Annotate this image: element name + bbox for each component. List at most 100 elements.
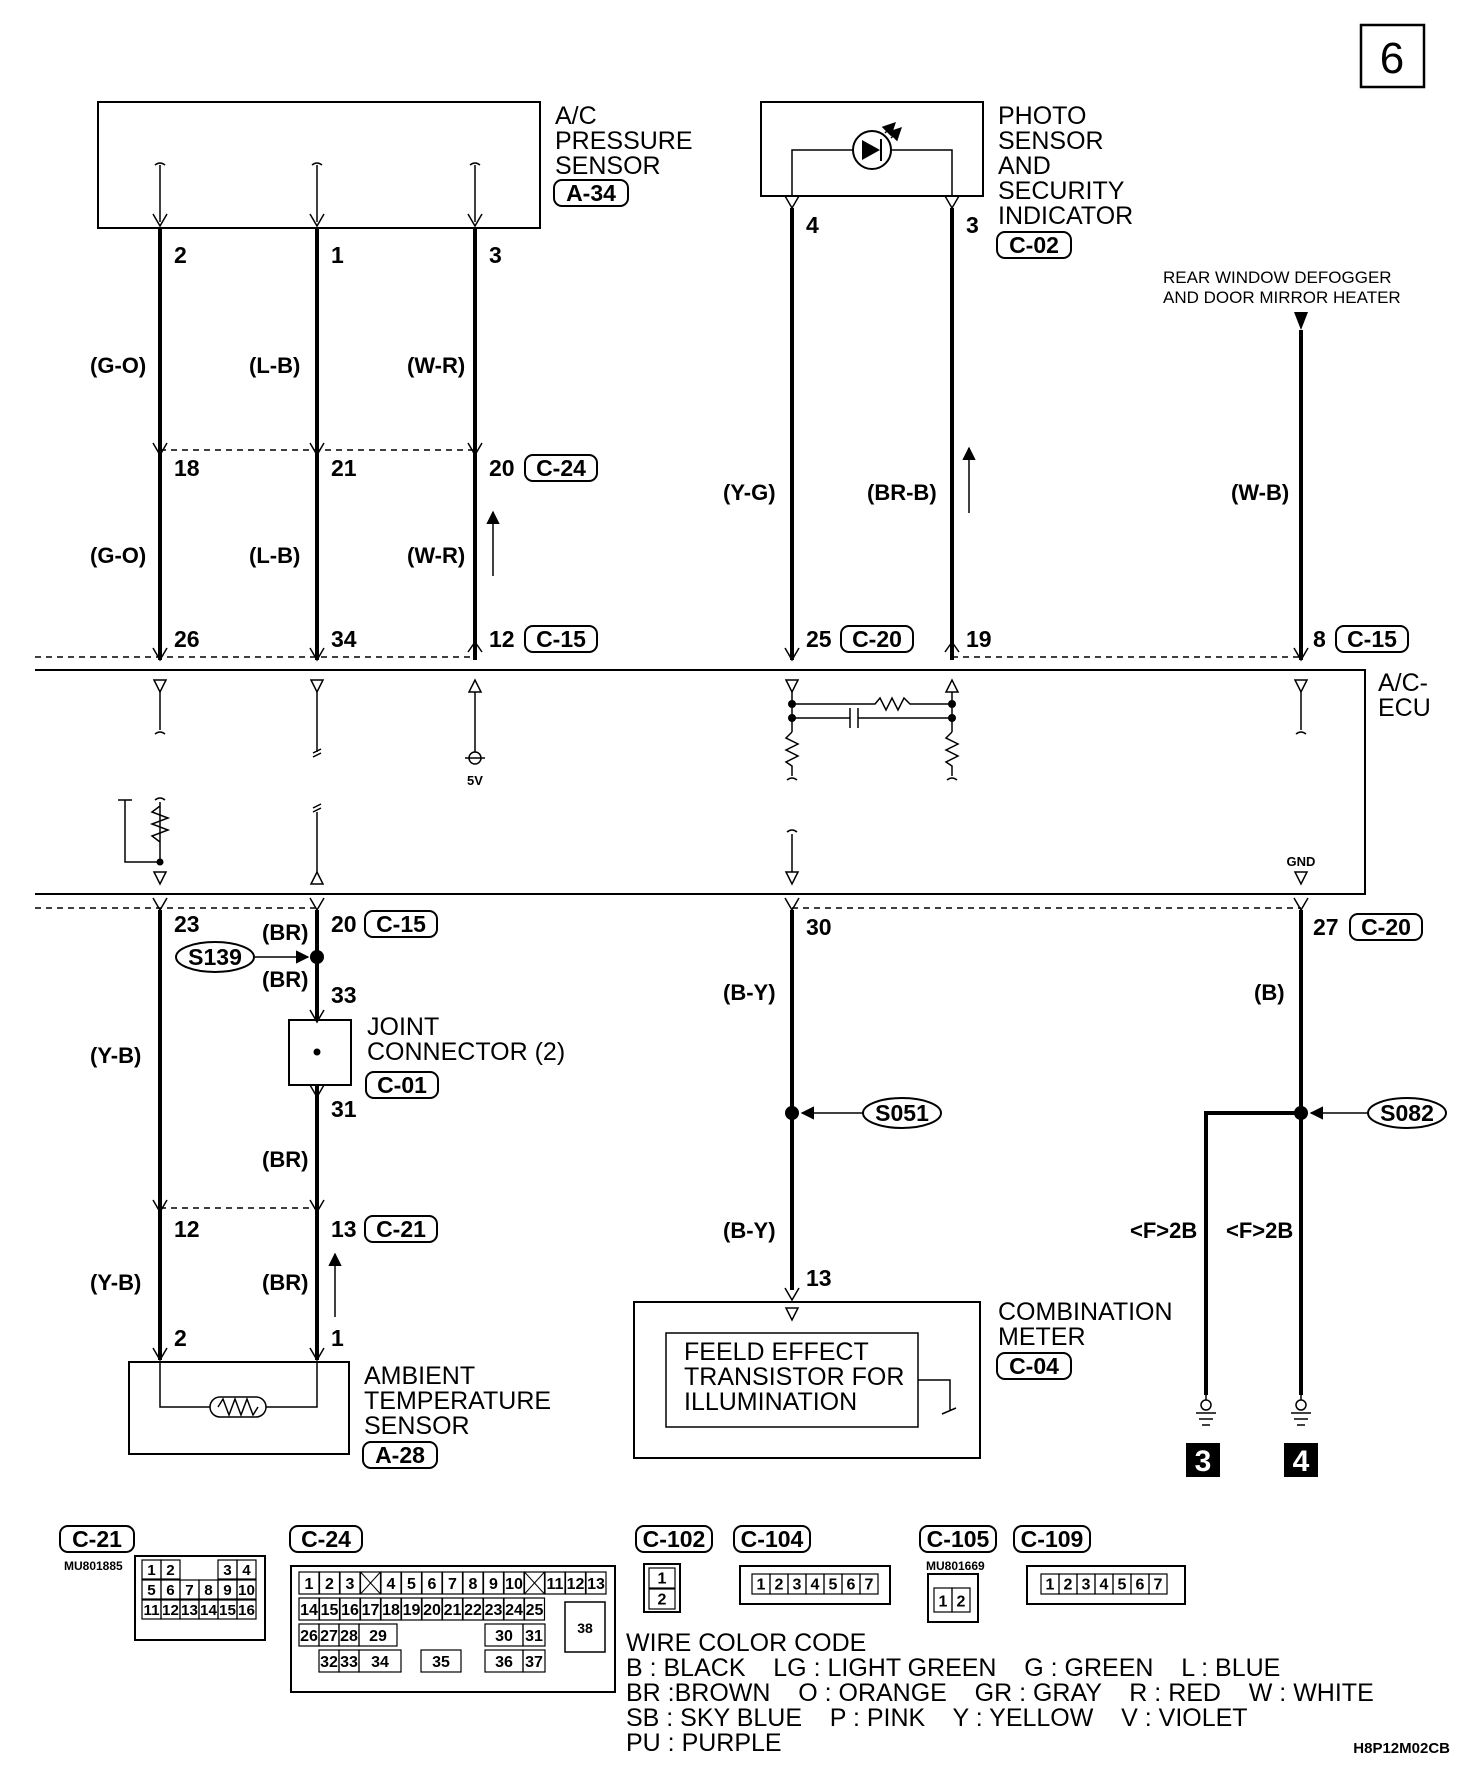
c24-pin: 5 — [407, 1576, 416, 1593]
photo-sensor: PHOTO SENSOR AND SECURITY INDICATOR C-02 — [760, 101, 1133, 259]
c109-pin: 3 — [1082, 1577, 1091, 1594]
c24-pin: 19 — [403, 1602, 421, 1619]
connector-faces: C-21 MU801885 C-24 C-102 C-104 C-105 MU8… — [59, 1525, 1186, 1693]
svg-text:C-24: C-24 — [536, 455, 586, 481]
svg-text:13: 13 — [806, 1265, 832, 1291]
svg-text:20: 20 — [331, 911, 357, 937]
svg-text:C-24: C-24 — [301, 1526, 351, 1552]
c109-pin: 2 — [1064, 1577, 1073, 1594]
c24-pin: 35 — [432, 1654, 450, 1671]
svg-text:4: 4 — [806, 212, 819, 238]
c24-blank — [524, 1571, 545, 1595]
c24-pin: 8 — [469, 1576, 478, 1593]
c104-cell — [859, 1573, 879, 1595]
c24-pin: 31 — [525, 1628, 543, 1645]
svg-text:19: 19 — [966, 626, 992, 652]
svg-text:PHOTO: PHOTO — [998, 102, 1086, 130]
svg-text:AND: AND — [998, 152, 1051, 180]
svg-text:SB : SKY BLUE P : PINK Y: SB : SKY BLUE P : PINK Y : YELLOW V : VI… — [626, 1704, 1248, 1732]
svg-text:PU : PURPLE: PU : PURPLE — [626, 1729, 782, 1757]
svg-text:BR :BROWN O : ORANGE GR: BR :BROWN O : ORANGE GR : GRAY R : RED W… — [626, 1679, 1374, 1707]
svg-text:C-105: C-105 — [927, 1526, 990, 1552]
c24-cell — [420, 1649, 462, 1673]
c24-pin: 2 — [325, 1576, 334, 1593]
svg-text:AMBIENT: AMBIENT — [364, 1362, 475, 1390]
svg-text:C-21: C-21 — [376, 1216, 426, 1242]
svg-text:(BR-B): (BR-B) — [867, 480, 937, 505]
c24-cell — [358, 1623, 398, 1647]
svg-text:31: 31 — [331, 1096, 357, 1122]
c24-pin: 16 — [341, 1602, 359, 1619]
svg-text:PRESSURE: PRESSURE — [555, 127, 693, 155]
svg-text:SENSOR: SENSOR — [555, 152, 661, 180]
svg-text:SENSOR: SENSOR — [364, 1412, 470, 1440]
svg-text:12: 12 — [174, 1216, 200, 1242]
c24-pin: 34 — [371, 1654, 389, 1671]
svg-text:CONNECTOR (2): CONNECTOR (2) — [367, 1038, 565, 1066]
c102-pin: 2 — [658, 1592, 667, 1609]
svg-text:30: 30 — [806, 914, 832, 940]
svg-text:ECU: ECU — [1378, 694, 1431, 722]
c24-pin: 10 — [505, 1576, 523, 1593]
c21-pin: 6 — [166, 1582, 174, 1599]
svg-text:23: 23 — [174, 911, 200, 937]
c21-pin: 14 — [200, 1602, 217, 1619]
svg-text:(B-Y): (B-Y) — [723, 980, 776, 1005]
c109-pin: 5 — [1118, 1577, 1127, 1594]
svg-text:2: 2 — [174, 1325, 187, 1351]
c24-pin: 3 — [346, 1576, 355, 1593]
svg-text:5V: 5V — [467, 773, 483, 788]
c104-pin: 5 — [829, 1577, 838, 1594]
c21-pin: 16 — [238, 1602, 255, 1619]
c21-pin: 12 — [162, 1602, 179, 1619]
splice-s082: S082 — [1309, 1097, 1447, 1129]
c24-pin: 4 — [387, 1576, 396, 1593]
svg-text:26: 26 — [174, 626, 200, 652]
c24-pin: 22 — [464, 1602, 482, 1619]
c104-pin: 2 — [775, 1577, 784, 1594]
c102-cell — [648, 1588, 676, 1610]
c105-pin: 1 — [939, 1594, 948, 1611]
c21-cell — [236, 1599, 257, 1620]
svg-text:27: 27 — [1313, 914, 1339, 940]
svg-text:(W-B): (W-B) — [1231, 480, 1289, 505]
c24-pin: 9 — [489, 1576, 498, 1593]
c24-pin: 25 — [526, 1602, 544, 1619]
c21-pin: 15 — [219, 1602, 236, 1619]
c24-pin: 13 — [587, 1576, 605, 1593]
svg-text:8: 8 — [1313, 626, 1326, 652]
c21-pin: 5 — [147, 1582, 156, 1599]
svg-text:TEMPERATURE: TEMPERATURE — [364, 1387, 551, 1415]
svg-text:(BR): (BR) — [262, 920, 308, 945]
c21-pin: 7 — [185, 1582, 193, 1599]
svg-text:20: 20 — [489, 455, 515, 481]
svg-text:MU801669: MU801669 — [926, 1559, 985, 1573]
svg-text:3: 3 — [966, 212, 979, 238]
svg-text:B : BLACK LG : LIGHT GREEN: B : BLACK LG : LIGHT GREEN G : GREEN L :… — [626, 1654, 1280, 1682]
c104-pin: 1 — [757, 1577, 766, 1594]
page-number-box: 6 — [1359, 23, 1426, 89]
svg-text:34: 34 — [331, 626, 357, 652]
c24-blank — [360, 1571, 381, 1595]
connector-c02: C-02 — [1009, 232, 1059, 258]
svg-text:<F>2B: <F>2B — [1226, 1218, 1293, 1243]
bottom-wires — [158, 910, 1303, 1395]
c105-pin: 2 — [957, 1594, 966, 1611]
c21-pin: 1 — [147, 1562, 156, 1579]
c21-cell — [236, 1579, 257, 1600]
c24-cell — [585, 1571, 607, 1595]
c24-pin: 6 — [428, 1576, 437, 1593]
svg-text:3: 3 — [489, 242, 502, 268]
svg-text:MU801885: MU801885 — [64, 1559, 123, 1573]
svg-text:(BR): (BR) — [262, 967, 308, 992]
svg-text:COMBINATION: COMBINATION — [998, 1298, 1173, 1326]
svg-text:(B): (B) — [1254, 980, 1285, 1005]
c102-pin: 1 — [658, 1571, 667, 1588]
c24-pin: 11 — [547, 1576, 564, 1593]
c104-pin: 7 — [865, 1577, 874, 1594]
svg-text:(BR): (BR) — [262, 1147, 308, 1172]
svg-text:METER: METER — [998, 1323, 1086, 1351]
svg-text:JOINT: JOINT — [367, 1013, 439, 1041]
c21-pin: 3 — [223, 1562, 231, 1579]
